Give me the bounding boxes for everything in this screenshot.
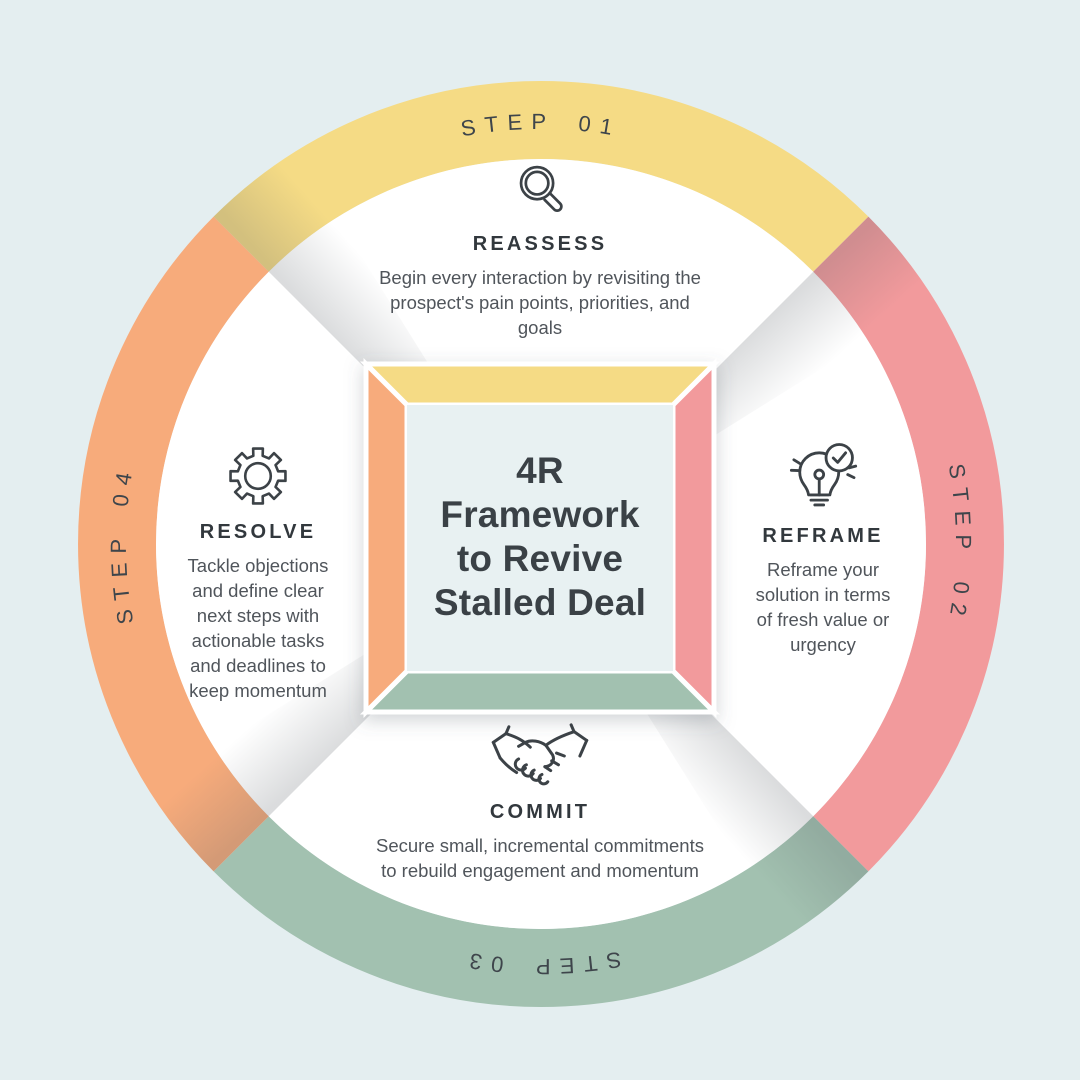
step-labels: STEP 01 STEP 02 STEP 03 STEP 04 bbox=[106, 109, 976, 979]
step-01-description: Begin every interaction by revisiting th… bbox=[379, 267, 701, 338]
step-03-heading: COMMIT bbox=[489, 801, 591, 823]
lightbulb-check-icon bbox=[789, 443, 858, 507]
center-frame-inner bbox=[407, 405, 673, 671]
step-04-arc bbox=[78, 216, 269, 872]
step-04-description: Tackle objections and define clear next … bbox=[187, 555, 329, 701]
step-04-block: RESOLVE Tackle objections and define cle… bbox=[166, 440, 350, 703]
center-frame bbox=[359, 357, 721, 719]
outer-ring bbox=[78, 81, 1004, 1007]
step-04-heading: RESOLVE bbox=[199, 521, 317, 543]
center-frame-top bbox=[359, 361, 721, 408]
step-04-label: STEP 04 bbox=[106, 462, 138, 626]
step-03-block: COMMIT Secure small, incremental commitm… bbox=[350, 720, 730, 883]
step-03-description: Secure small, incremental commitments to… bbox=[376, 835, 704, 881]
step-03-arc bbox=[213, 816, 869, 1007]
center-frame-right bbox=[670, 357, 717, 719]
handshake-icon bbox=[491, 723, 589, 786]
step-02-arc bbox=[813, 216, 1004, 872]
step-01-heading: REASSESS bbox=[472, 233, 608, 255]
gear-icon bbox=[229, 447, 287, 505]
step-02-heading: REFRAME bbox=[762, 525, 884, 547]
magnifier-icon bbox=[519, 165, 563, 212]
diagram-title: 4R Framework to Revive Stalled Deal bbox=[433, 450, 647, 623]
center-frame-left bbox=[363, 357, 410, 719]
step-01-arc bbox=[213, 81, 869, 272]
step-02-description: Reframe your solution in terms of fresh … bbox=[755, 559, 891, 655]
step-02-label: STEP 02 bbox=[944, 462, 976, 626]
step-02-block: REFRAME Reframe your solution in terms o… bbox=[725, 434, 921, 657]
step-01-block: REASSESS Begin every interaction by revi… bbox=[358, 154, 722, 340]
center-frame-bottom bbox=[359, 668, 721, 715]
